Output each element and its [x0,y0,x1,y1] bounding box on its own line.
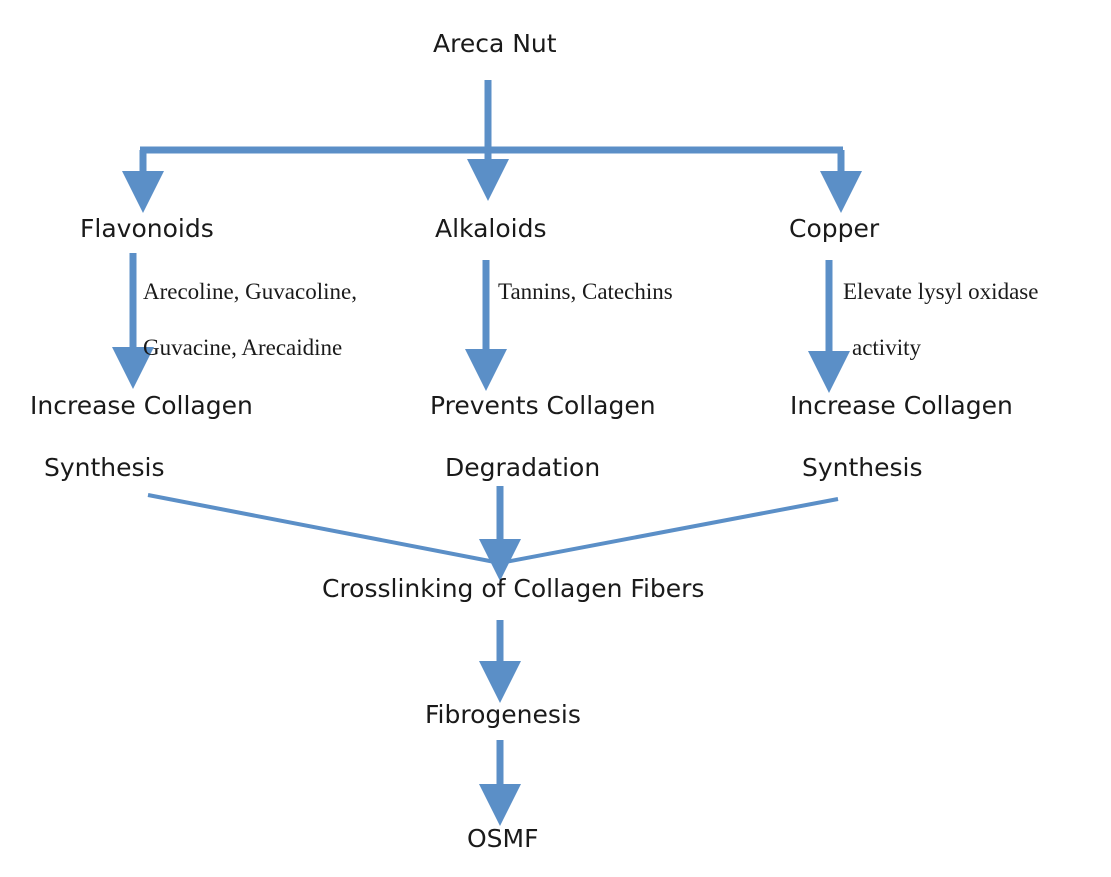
copper-effect-line1: Increase Collagen [790,391,1013,420]
osmf-node: OSMF [467,824,539,853]
converge-line-left [147,493,501,565]
fibrogenesis-node: Fibrogenesis [425,700,581,729]
copper-note-line1: Elevate lysyl oxidase [843,279,1039,304]
converge-line-right [499,497,839,565]
flavonoids-effect-line2: Synthesis [44,453,165,482]
flavonoids-note-line1: Arecoline, Guvacoline, [143,279,357,304]
copper-node: Copper [789,214,880,243]
alkaloids-effect-line2: Degradation [445,453,601,482]
root-node: Areca Nut [433,29,557,58]
copper-note-line2: activity [852,335,921,360]
alkaloids-note: Tannins, Catechins [498,279,673,304]
alkaloids-effect-line1: Prevents Collagen [430,391,656,420]
flavonoids-note-line2: Guvacine, Arecaidine [143,335,343,360]
flavonoids-node: Flavonoids [80,214,214,243]
alkaloids-node: Alkaloids [435,214,547,243]
flavonoids-effect-line1: Increase Collagen [30,391,253,420]
copper-effect-line2: Synthesis [802,453,923,482]
merge-node: Crosslinking of Collagen Fibers [322,574,705,603]
